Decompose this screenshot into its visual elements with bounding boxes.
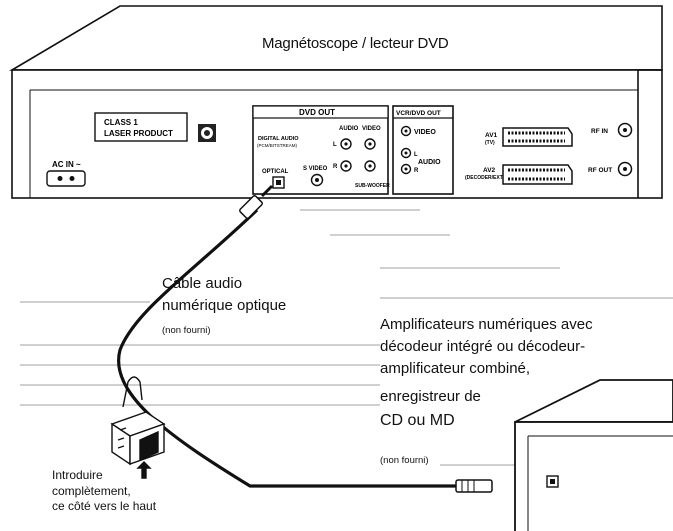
- optical-plug-detail: [110, 376, 166, 479]
- amplifier-label-line5: CD ou MD: [380, 412, 455, 429]
- svg-text:SUB-WOOFER: SUB-WOOFER: [355, 183, 390, 189]
- insert-note-line2: complètement,: [52, 484, 131, 498]
- fan-vent-icon: [198, 124, 216, 142]
- svg-text:DVD OUT: DVD OUT: [299, 108, 335, 117]
- svg-text:AUDIO: AUDIO: [418, 159, 441, 166]
- svg-text:DIGITAL AUDIO: DIGITAL AUDIO: [258, 136, 299, 142]
- svg-text:AUDIO: AUDIO: [339, 126, 359, 132]
- svg-text:CLASS 1: CLASS 1: [104, 118, 138, 127]
- svg-text:VIDEO: VIDEO: [414, 129, 436, 136]
- svg-text:RF OUT: RF OUT: [588, 167, 612, 174]
- svg-text:S VIDEO: S VIDEO: [303, 166, 328, 172]
- svg-text:(TV): (TV): [485, 140, 495, 146]
- svg-text:AV1: AV1: [485, 132, 498, 139]
- vcr-dvd-out-panel: VCR/DVD OUT VIDEO L AUDIO R: [392, 105, 454, 195]
- amplifier-unit: [514, 379, 673, 531]
- dvd-out-panel: DVD OUT DIGITAL AUDIO (PCM/BITSTREAM) AU…: [252, 105, 390, 195]
- optical-cable: [117, 184, 493, 493]
- svg-text:L: L: [333, 142, 337, 148]
- svg-text:(PCM/BITSTREAM): (PCM/BITSTREAM): [257, 143, 298, 148]
- svg-text:(DECODER/EXT): (DECODER/EXT): [465, 175, 505, 181]
- svg-text:OPTICAL: OPTICAL: [262, 169, 289, 175]
- ac-in-socket: AC IN ~: [46, 160, 86, 187]
- cable-label-note: (non fourni): [162, 325, 211, 336]
- svg-text:RF IN: RF IN: [591, 128, 608, 135]
- cable-label-line2: numérique optique: [162, 297, 287, 314]
- svg-text:R: R: [333, 164, 338, 170]
- amplifier-label-line1: Amplificateurs numériques avec: [380, 316, 593, 333]
- amplifier-label-line3: amplificateur combiné,: [380, 360, 531, 377]
- svg-text:R: R: [414, 168, 419, 174]
- svg-text:VCR/DVD OUT: VCR/DVD OUT: [396, 110, 441, 117]
- insert-note-line1: Introduire: [52, 468, 103, 482]
- svg-text:AC IN ~: AC IN ~: [52, 160, 81, 169]
- svg-text:LASER PRODUCT: LASER PRODUCT: [104, 129, 173, 138]
- amplifier-label-note: (non fourni): [380, 455, 429, 466]
- recorder-title: Magnétoscope / lecteur DVD: [262, 35, 449, 52]
- scart-av1: AV1 (TV): [485, 127, 573, 147]
- amplifier-label-line2: décodeur intégré ou décodeur-: [380, 338, 586, 355]
- amplifier-label-line4: enregistreur de: [380, 388, 481, 405]
- class1-label: CLASS 1 LASER PRODUCT: [94, 112, 188, 142]
- svg-text:VIDEO: VIDEO: [362, 126, 381, 132]
- svg-text:AV2: AV2: [483, 167, 496, 174]
- scart-av2: AV2 (DECODER/EXT): [465, 164, 573, 185]
- cable-label-line1: Câble audio: [162, 275, 243, 292]
- insert-note-line3: ce côté vers le haut: [52, 499, 157, 513]
- svg-text:L: L: [414, 152, 418, 158]
- rf-connectors: RF IN RF OUT: [588, 122, 633, 177]
